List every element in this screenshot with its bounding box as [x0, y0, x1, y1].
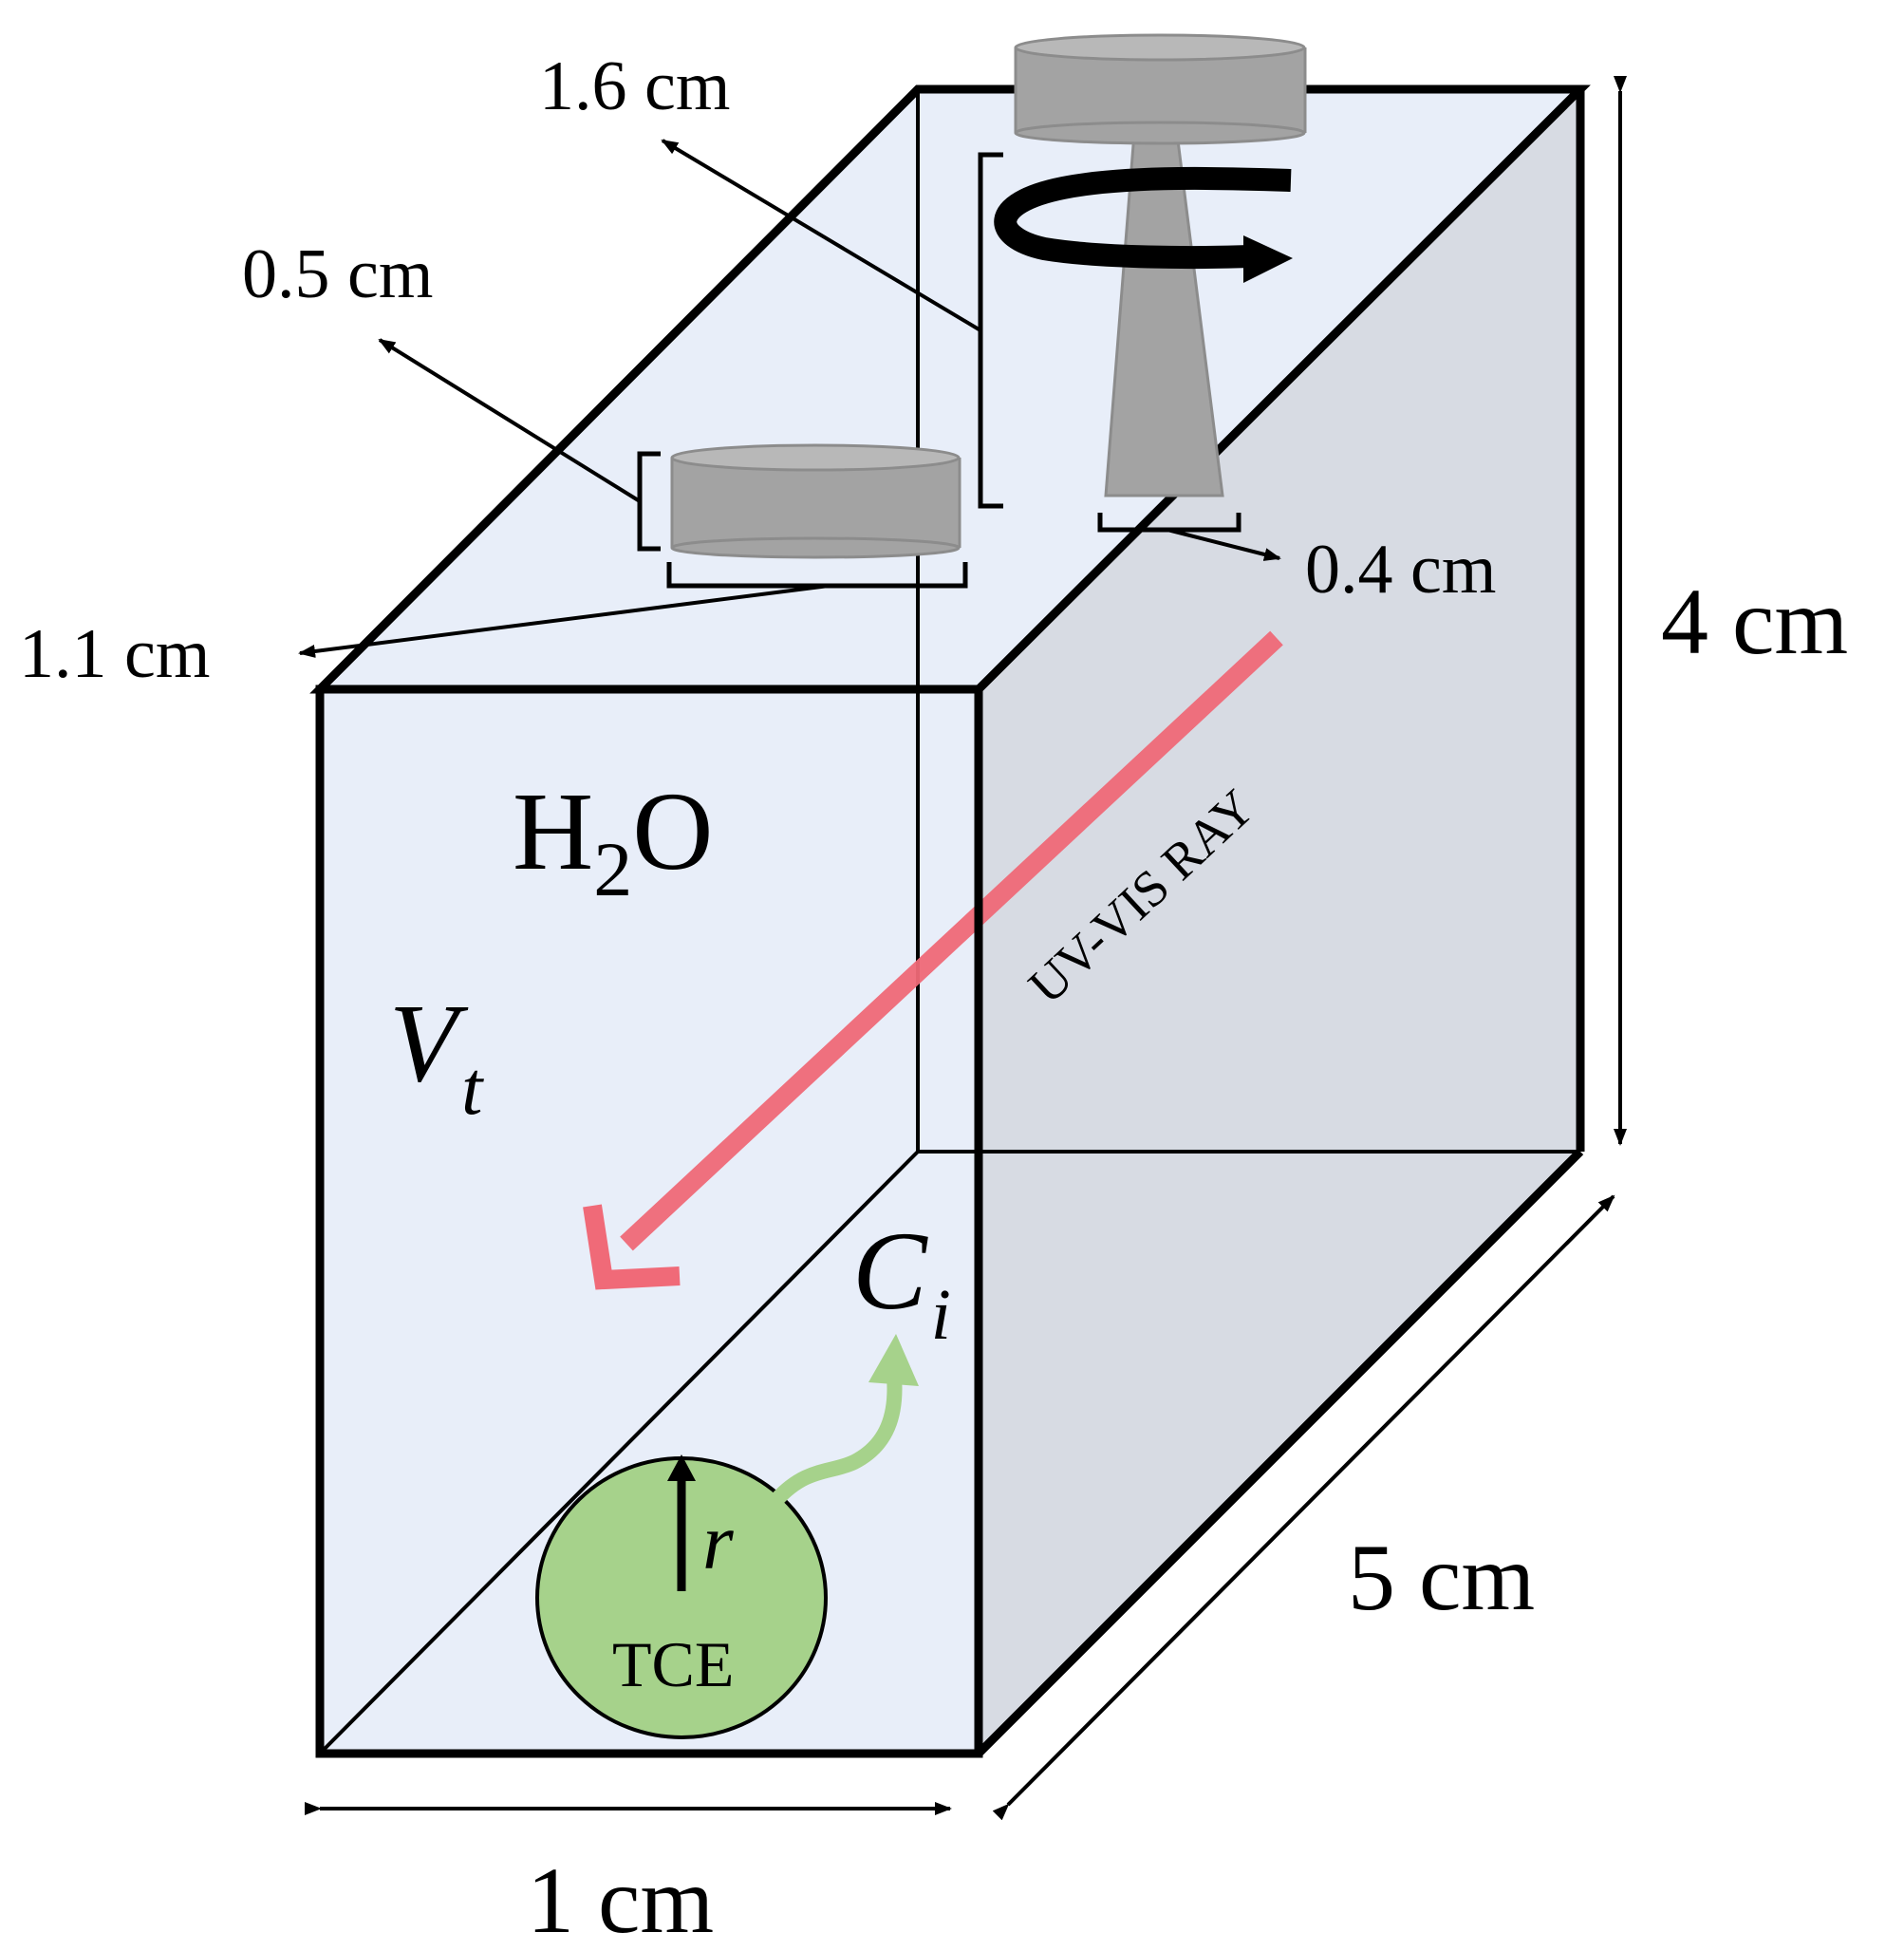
- height-label: 4 cm: [1661, 569, 1848, 674]
- uv-vis-ray: [583, 630, 1283, 1290]
- droplet-label: TCE: [612, 1628, 734, 1700]
- volume-label-main: V: [389, 981, 469, 1105]
- concentration-label-main: C: [852, 1209, 928, 1333]
- concentration-label-subscript: i: [931, 1275, 951, 1355]
- dimension-arrows: [305, 76, 1627, 1821]
- water-label-main: H: [513, 769, 593, 893]
- leader-lines: [298, 139, 1281, 658]
- volume-label-subscript: t: [461, 1047, 484, 1131]
- leader-0-4cm: [1167, 528, 1281, 561]
- shaft-width-label: 0.4 cm: [1305, 531, 1496, 609]
- leader-1-1cm: [298, 584, 830, 658]
- stir-bar-diameter-label: 1.1 cm: [19, 615, 210, 693]
- stirrer-disk: [1014, 33, 1307, 145]
- dissolution-arrow: [771, 1334, 919, 1506]
- rotation-arrow-icon: [994, 166, 1293, 283]
- depth-dimension-line: [992, 1194, 1615, 1821]
- dimension-labels: 1.6 cm 0.5 cm 1.1 cm 0.4 cm 4 cm 5 cm 1 …: [19, 47, 1848, 1951]
- stirrer-height-label: 1.6 cm: [539, 47, 730, 125]
- leader-0-5cm: [378, 338, 642, 503]
- cuvette-box: [318, 89, 1580, 1755]
- water-label-tail: O: [632, 769, 713, 893]
- volume-label: Vt: [389, 981, 484, 1131]
- radius-label: r: [702, 1498, 734, 1586]
- stir-bar-height-label: 0.5 cm: [242, 235, 433, 313]
- water-label: H2O: [513, 769, 713, 912]
- tce-droplet: [535, 1454, 828, 1739]
- stir-bar: [670, 443, 961, 559]
- water-label-subscript: 2: [593, 826, 632, 912]
- leader-1-6cm: [661, 139, 982, 332]
- cuvette-top-face: [320, 89, 1580, 689]
- width-label: 1 cm: [527, 1848, 714, 1951]
- depth-label: 5 cm: [1348, 1525, 1535, 1630]
- concentration-label: Ci: [852, 1209, 951, 1355]
- stirrer-assembly: [978, 33, 1307, 533]
